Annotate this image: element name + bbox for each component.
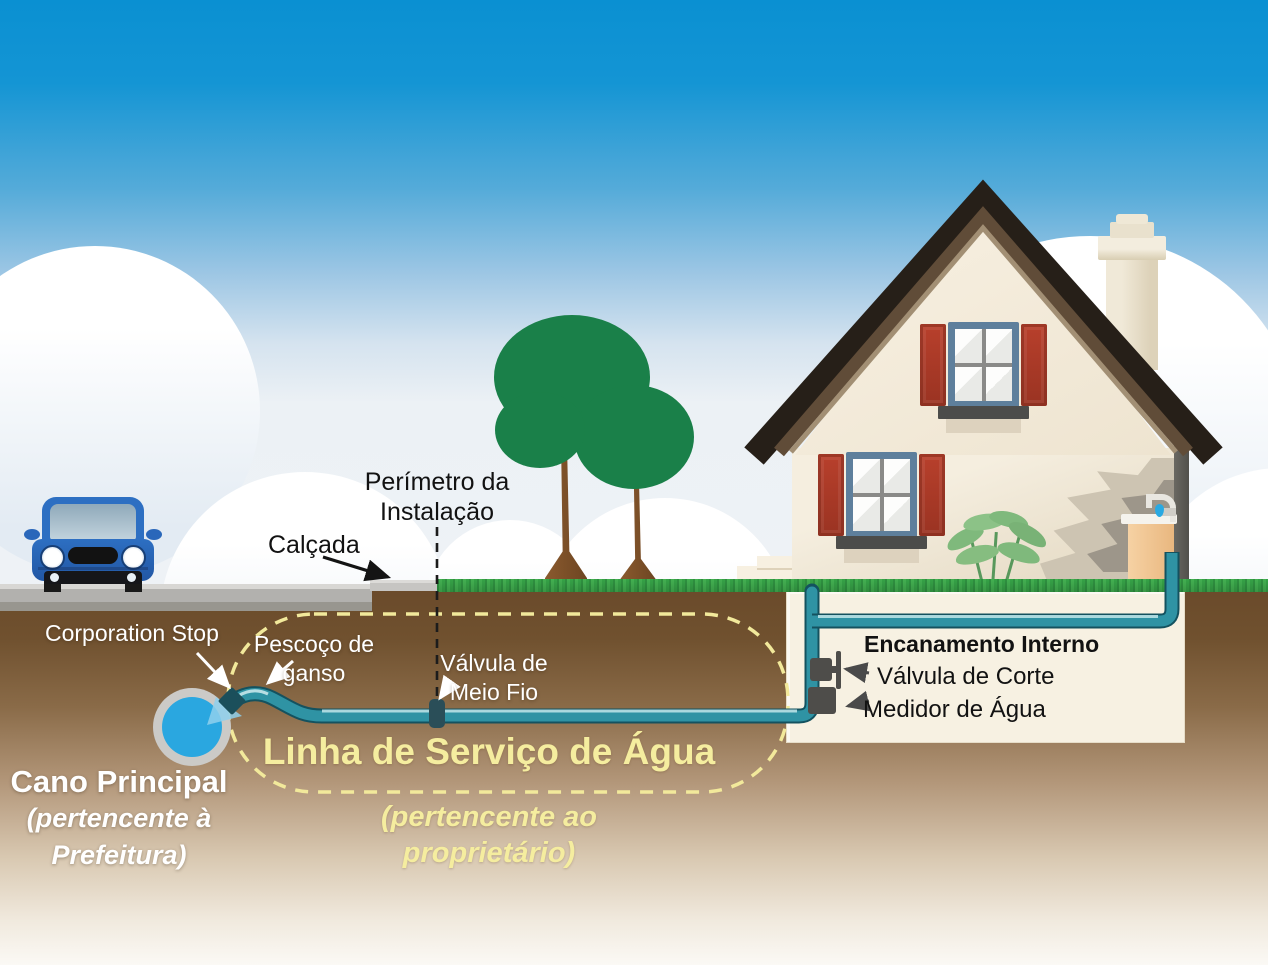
- window-panes: [853, 459, 910, 531]
- faucet-base: [1162, 508, 1176, 516]
- service-line-owner-line2: proprietário): [402, 837, 576, 869]
- window-sill-shadow: [844, 549, 919, 563]
- car: [24, 497, 162, 592]
- gooseneck-label-line2: ganso: [282, 660, 346, 686]
- lower-window: [818, 452, 945, 564]
- sidewalk-curb: [370, 580, 438, 591]
- window-frame: [846, 452, 917, 538]
- car-foglight: [50, 573, 59, 582]
- main-pipe-owner-line1: (pertencente à: [26, 803, 212, 833]
- main-pipe-owner-line2: Prefeitura): [51, 840, 187, 870]
- window-shutter: [919, 454, 945, 536]
- chimney-top: [1110, 222, 1154, 238]
- curb-valve-label-line2: Meio Fio: [449, 679, 539, 705]
- window-sill: [836, 536, 927, 549]
- shutoff-valve-label: Válvula de Corte: [877, 663, 1055, 690]
- grass: [437, 579, 1268, 592]
- car-mirror: [24, 529, 40, 540]
- car-headlight: [121, 545, 146, 570]
- service-line-label: Linha de Serviço de Água: [262, 731, 716, 772]
- tree-canopy: [574, 385, 694, 489]
- car-trim: [38, 567, 148, 570]
- corporation-stop-label: Corporation Stop: [45, 620, 219, 646]
- window-panes: [955, 329, 1012, 401]
- water-meter-label: Medidor de Água: [863, 696, 1046, 723]
- window-sill: [938, 406, 1029, 419]
- car-wheel: [44, 581, 61, 592]
- water-drop-icon: [1155, 504, 1164, 517]
- gooseneck-label: Pescoço de ganso: [254, 630, 374, 688]
- internal-plumbing-label: Encanamento Interno: [864, 631, 1100, 657]
- curb-valve-label: Válvula de Meio Fio: [440, 649, 547, 707]
- service-line-owner-label: (pertencente ao proprietário): [381, 799, 597, 871]
- chimney-cap: [1116, 214, 1148, 224]
- car-mirror: [146, 529, 162, 540]
- house-steps: [757, 556, 793, 570]
- curb-valve-label-line1: Válvula de: [440, 650, 548, 676]
- faucet-spout: [1146, 498, 1152, 508]
- tree-canopy: [495, 392, 585, 468]
- sidewalk-label: Calçada: [268, 531, 360, 559]
- main-pipe-label-title: Cano Principal: [10, 764, 228, 799]
- window-sill-shadow: [946, 419, 1021, 433]
- car-bumper: [44, 571, 142, 584]
- perimeter-label-line2: Instalação: [380, 498, 494, 526]
- perimeter-label-line1: Perímetro da: [364, 468, 510, 496]
- car-headlight: [40, 545, 65, 570]
- chimney-band: [1098, 236, 1166, 260]
- gooseneck-label-line1: Pescoço de: [253, 631, 375, 657]
- upper-window: [920, 322, 1047, 434]
- perimeter-label: Perímetro da Instalação: [365, 467, 510, 527]
- window-shutter: [920, 324, 946, 406]
- main-pipe-label: Cano Principal (pertencente à Prefeitura…: [10, 764, 227, 874]
- service-line-owner-line1: (pertencente ao: [381, 801, 597, 833]
- window-shutter: [818, 454, 844, 536]
- window-shutter: [1021, 324, 1047, 406]
- car-windshield: [50, 504, 136, 540]
- chimney: [1106, 244, 1158, 370]
- car-foglight: [127, 573, 136, 582]
- window-frame: [948, 322, 1019, 408]
- car-wheel: [125, 581, 142, 592]
- car-grille: [68, 547, 118, 564]
